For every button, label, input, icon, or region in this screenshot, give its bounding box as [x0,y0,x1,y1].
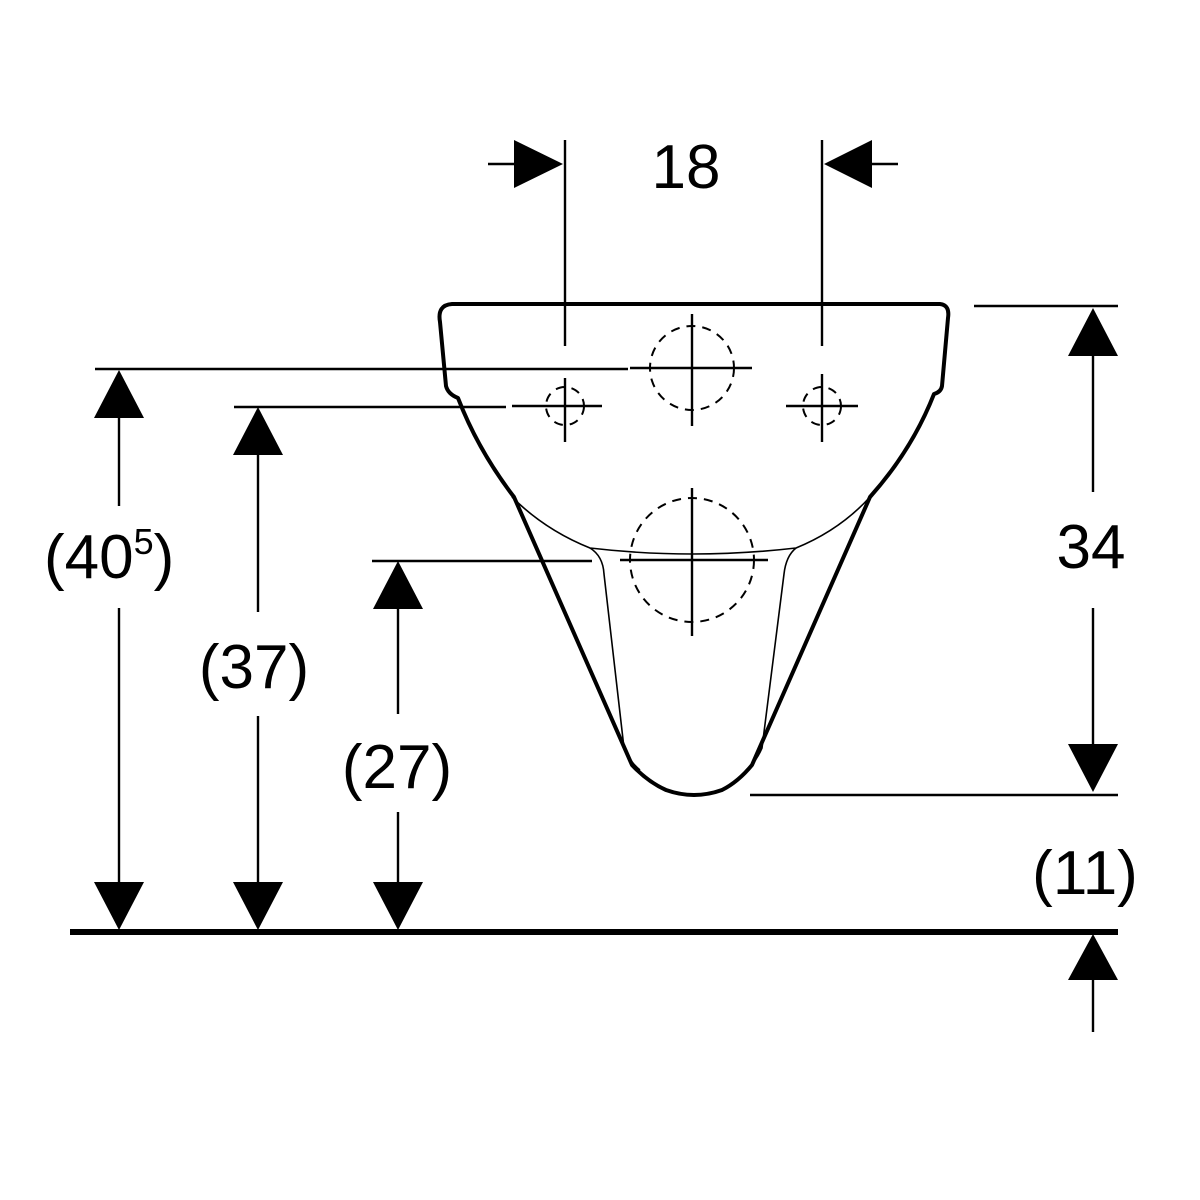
dimension-27: (27) [342,559,592,930]
dimension-18: 18 [488,133,898,346]
right-fixing-hole [786,374,858,442]
dimension-40-5-label: (405) [44,521,174,592]
dimension-34: 34 [750,304,1126,797]
dimension-11-label: (11) [1032,839,1138,908]
dimension-40-5: (405) [44,367,628,930]
dimension-18-label: 18 [652,133,721,202]
lower-outlet-hole [620,488,768,636]
upper-outlet-hole [630,314,752,426]
dimension-34-label: 34 [1057,513,1126,582]
dimension-37-label: (37) [199,633,309,702]
dimension-37: (37) [199,405,506,930]
wc-pan-outline [437,302,951,797]
left-fixing-hole [512,378,602,442]
dimension-27-label: (27) [342,733,452,802]
dimension-11: (11) [1032,839,1138,1032]
